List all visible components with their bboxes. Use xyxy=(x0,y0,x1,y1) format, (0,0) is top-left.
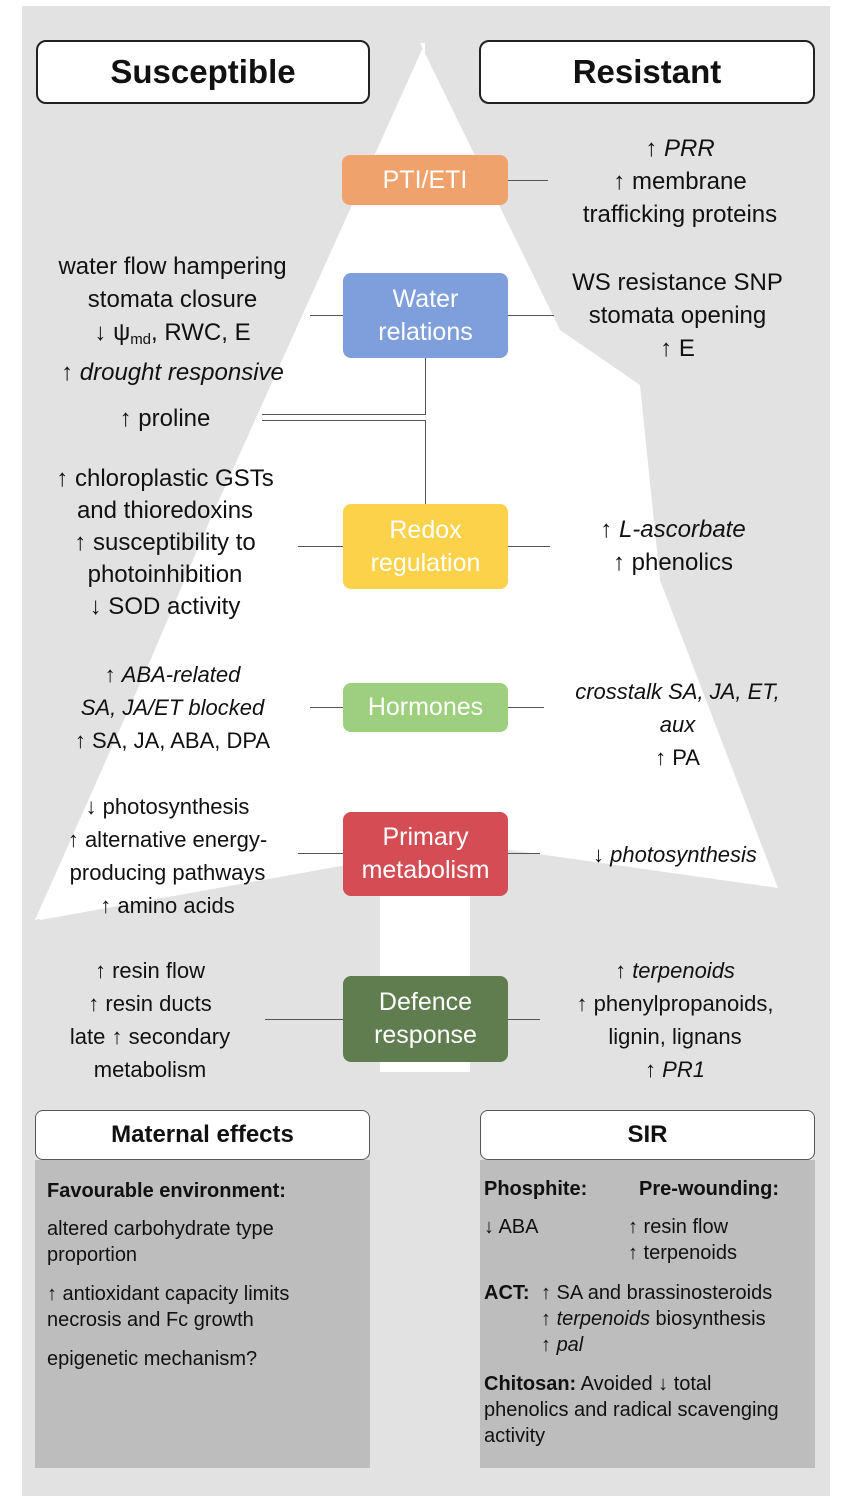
category-defence-response: Defence response xyxy=(343,976,508,1062)
category-redox-regulation: Redox regulation xyxy=(343,504,508,589)
connector-water-right xyxy=(508,315,554,316)
prewounding-item: ↑ resin flow xyxy=(628,1216,729,1238)
sir-title: SIR xyxy=(480,1110,815,1160)
susceptible-header: Susceptible xyxy=(36,40,370,104)
phosphite-item: ↓ ABA xyxy=(484,1216,539,1238)
tree-canopy-left xyxy=(40,43,430,920)
connector-proline-1 xyxy=(262,414,426,415)
connector-primary-right xyxy=(508,853,540,854)
category-primary-metabolism: Primary metabolism xyxy=(343,812,508,896)
susceptible-water-text: water flow hampering stomata closure ↓ ψ… xyxy=(58,253,287,386)
connector-redox-left xyxy=(298,546,344,547)
act-label: ACT: xyxy=(484,1282,530,1304)
susceptible-hormones-text: ↑ ABA-related SA, JA/ET blocked ↑ SA, JA… xyxy=(74,662,271,753)
act-item: ↑ pal xyxy=(541,1334,584,1356)
connector-primary-left xyxy=(298,853,344,854)
susceptible-primary-text: ↓ photosynthesis ↑ alternative energy- p… xyxy=(67,794,268,918)
resistant-pti-text: ↑ PRR ↑ membrane trafficking proteins xyxy=(582,135,778,228)
act-item: ↑ terpenoids biosynthesis xyxy=(541,1308,766,1330)
resistant-defence-text: ↑ terpenoids ↑ phenylpropanoids, lignin,… xyxy=(576,958,774,1082)
maternal-heading: Favourable environment: xyxy=(47,1180,286,1202)
connector-hormones-left xyxy=(310,707,344,708)
maternal-item: necrosis and Fc growth xyxy=(47,1309,254,1331)
susceptible-defence-text: ↑ resin flow ↑ resin ducts late ↑ second… xyxy=(69,958,231,1082)
susceptible-redox-text: ↑ chloroplastic GSTs and thioredoxins ↑ … xyxy=(56,465,274,620)
connector-redox-right xyxy=(508,546,550,547)
category-water-relations: Water relations xyxy=(343,273,508,358)
maternal-item: proportion xyxy=(47,1244,138,1266)
connector-water-left xyxy=(310,315,344,316)
connector-hormones-right xyxy=(508,707,544,708)
resistant-primary-text: ↓ photosynthesis xyxy=(593,842,757,867)
act-item: ↑ SA and brassinosteroids xyxy=(541,1282,773,1304)
resistant-header: Resistant xyxy=(479,40,815,104)
maternal-item: epigenetic mechanism? xyxy=(47,1348,258,1370)
maternal-effects-title: Maternal effects xyxy=(35,1110,370,1160)
phosphite-label: Phosphite: xyxy=(484,1178,588,1200)
prewounding-item: ↑ terpenoids xyxy=(628,1242,737,1264)
connector-defence-left xyxy=(265,1019,344,1020)
resistant-hormones-text: crosstalk SA, JA, ET, aux ↑ PA xyxy=(575,679,780,770)
connector-defence-right xyxy=(508,1019,540,1020)
connector-proline-2 xyxy=(262,420,426,421)
category-hormones: Hormones xyxy=(343,683,508,732)
prewounding-label: Pre-wounding: xyxy=(639,1178,779,1200)
maternal-effects-panel: Favourable environment: altered carbohyd… xyxy=(35,1160,370,1468)
maternal-item: altered carbohydrate type xyxy=(47,1218,274,1240)
chitosan-text: Chitosan: Avoided ↓ total phenolics and … xyxy=(484,1373,779,1447)
resistant-redox-text: ↑ L-ascorbate ↑ phenolics xyxy=(600,516,746,576)
connector-water-down xyxy=(425,358,426,414)
susceptible-proline-text: ↑ proline xyxy=(119,405,211,432)
sir-panel: Phosphite: Pre-wounding: ↓ ABA ↑ resin f… xyxy=(480,1160,815,1468)
category-pti-eti: PTI/ETI xyxy=(342,155,508,205)
connector-proline-down xyxy=(425,420,426,504)
connector-pti-right xyxy=(508,180,548,181)
resistant-water-text: WS resistance SNP stomata opening ↑ E xyxy=(572,269,783,362)
maternal-item: ↑ antioxidant capacity limits xyxy=(47,1283,290,1305)
